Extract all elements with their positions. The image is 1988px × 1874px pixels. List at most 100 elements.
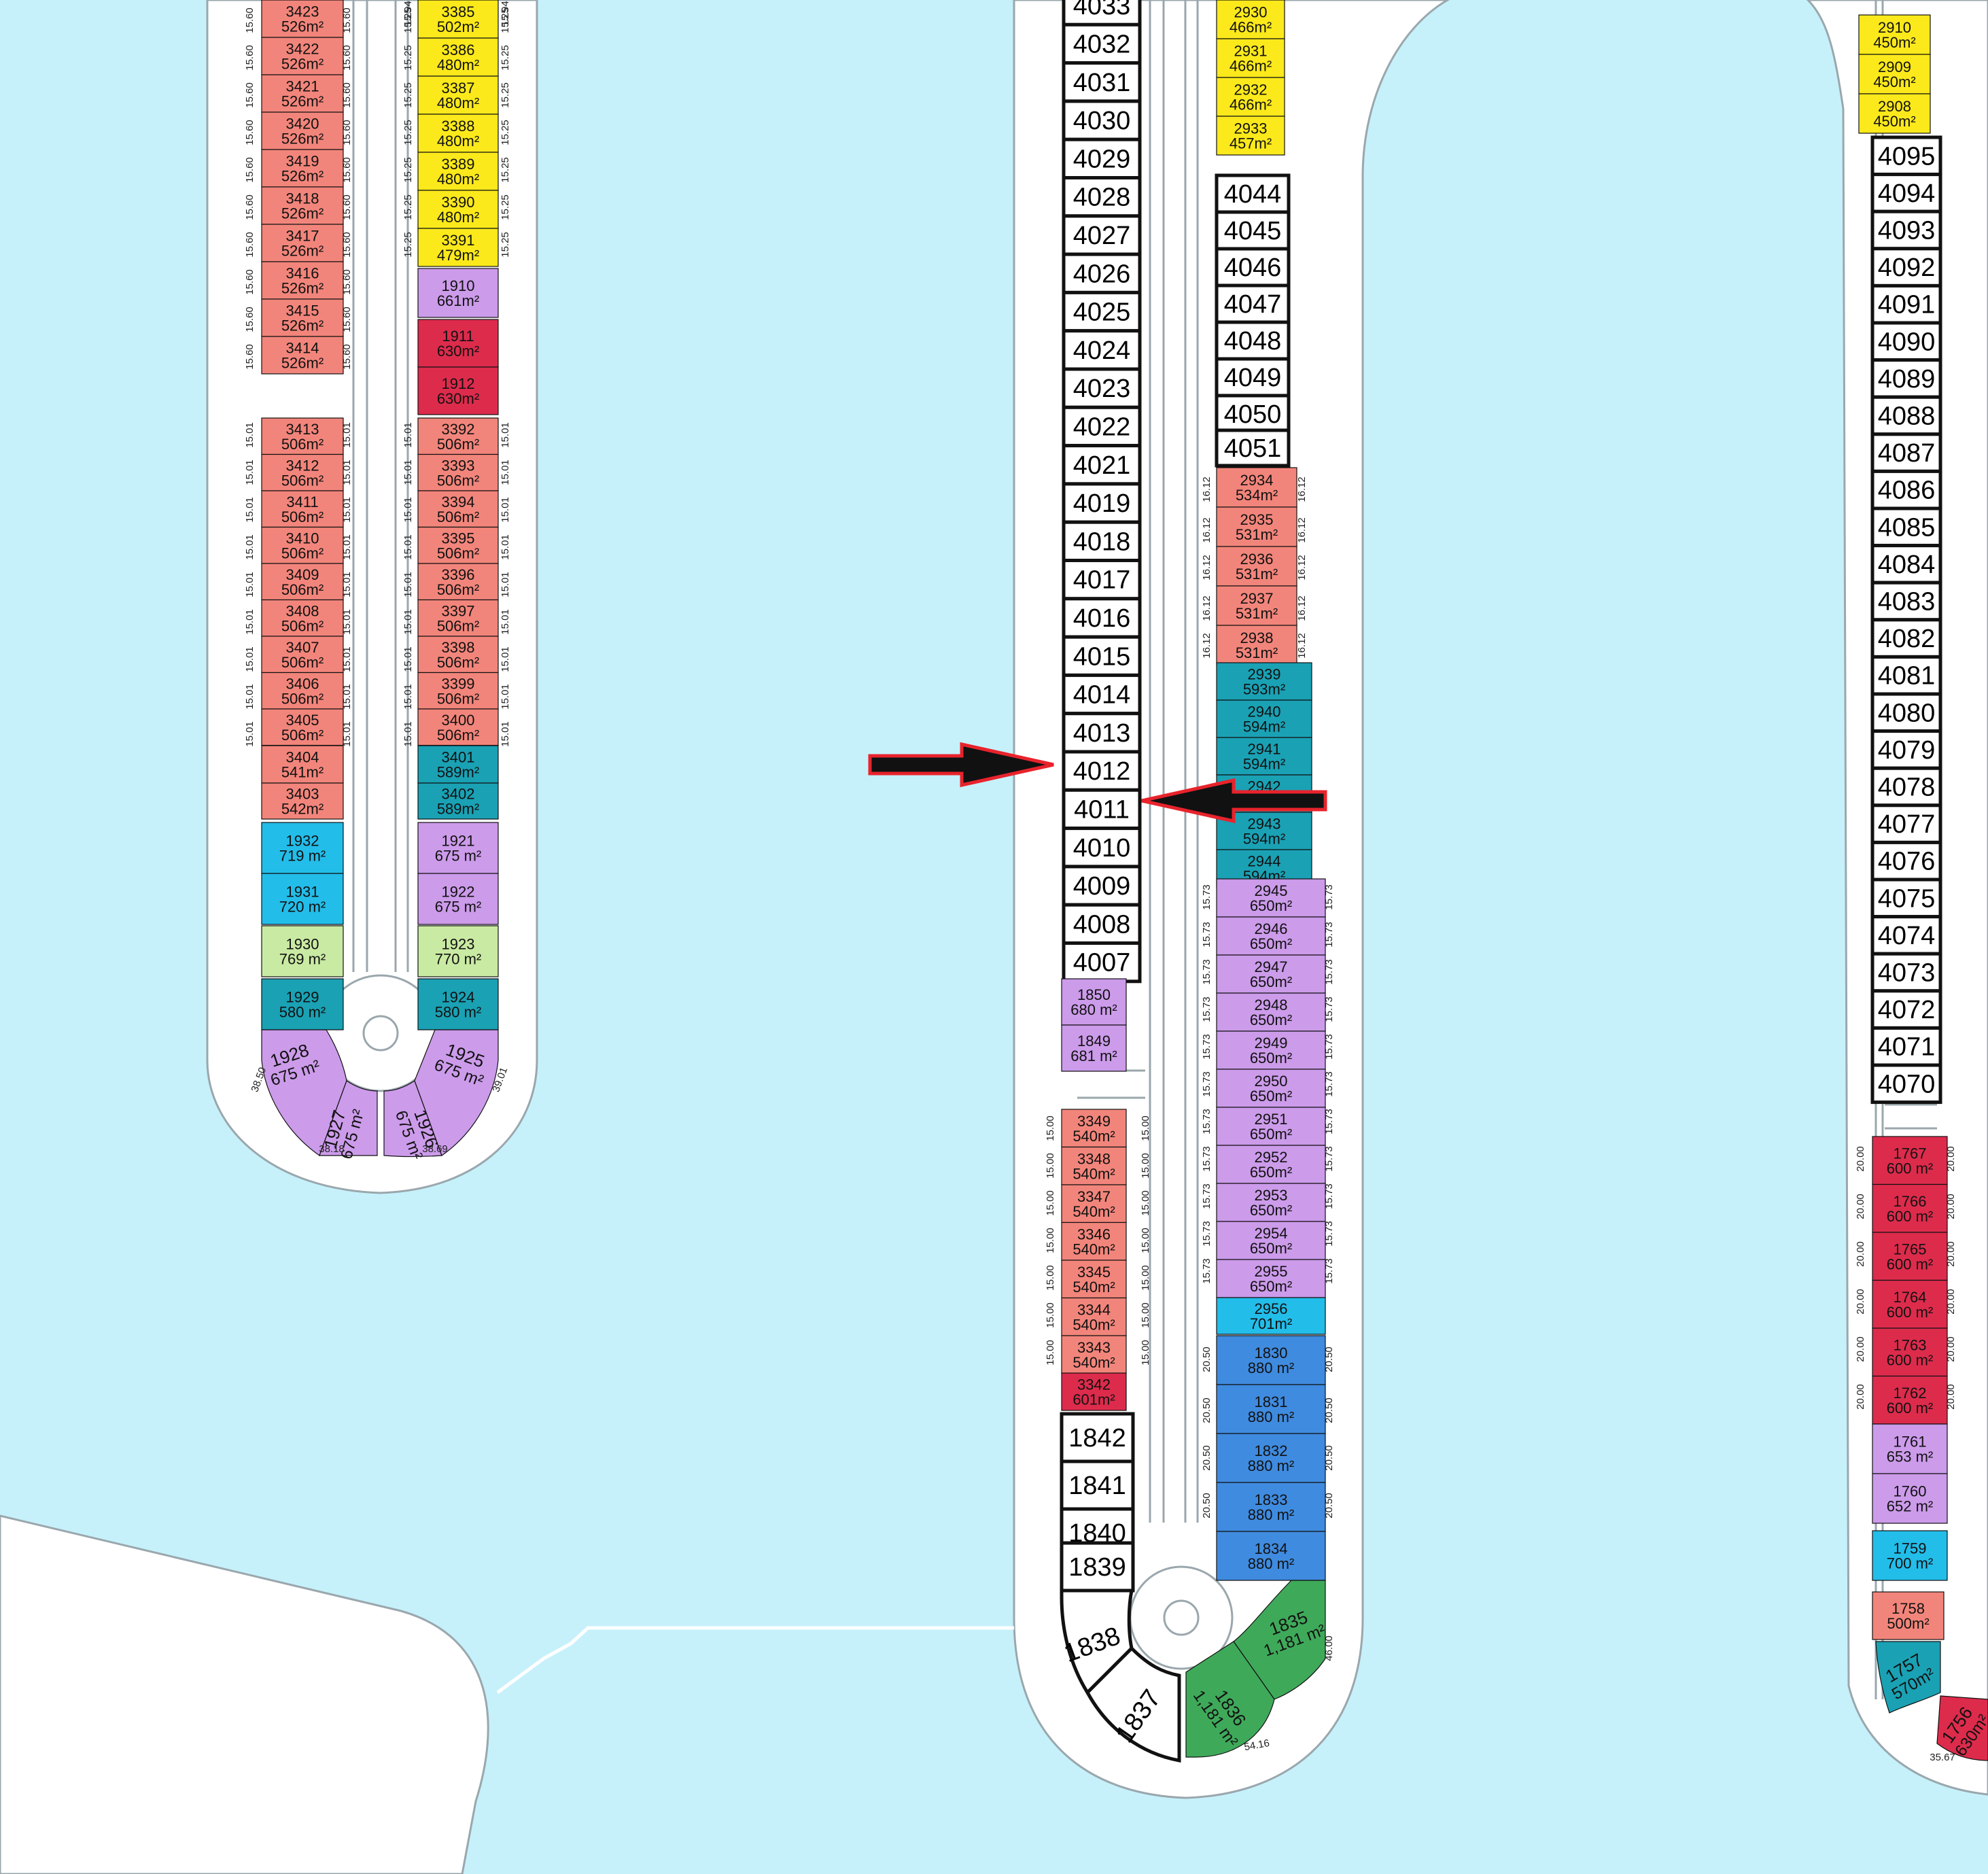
plot-4072[interactable]: 4072 [1870,989,1942,1030]
plot-4027[interactable]: 4027 [1062,214,1142,256]
plot-4010[interactable]: 4010 [1062,827,1142,869]
plot-1841[interactable]: 1841 [1060,1459,1135,1511]
plot-4090[interactable]: 4090 [1870,321,1942,362]
plot-4051[interactable]: 4051 [1215,428,1291,468]
plot-4046[interactable]: 4046 [1215,247,1291,288]
plot-4075[interactable]: 4075 [1870,878,1942,919]
plot-4079[interactable]: 4079 [1870,729,1942,770]
plot-4086[interactable]: 4086 [1870,469,1942,510]
plot-4048[interactable]: 4048 [1215,320,1291,361]
plot-4023[interactable]: 4023 [1062,367,1142,409]
plot-4030[interactable]: 4030 [1062,99,1142,141]
plot-4081[interactable]: 4081 [1870,655,1942,696]
plot-4077[interactable]: 4077 [1870,803,1942,844]
plot-4076[interactable]: 4076 [1870,840,1942,882]
plot-4083[interactable]: 4083 [1870,580,1942,622]
plot-4085[interactable]: 4085 [1870,506,1942,548]
plot-4070[interactable]: 4070 [1870,1063,1942,1105]
plot-4092[interactable]: 4092 [1870,247,1942,288]
plot-4089[interactable]: 4089 [1870,358,1942,399]
plot-4031[interactable]: 4031 [1062,61,1142,103]
plot-4095[interactable]: 4095 [1870,135,1942,177]
plot-4049[interactable]: 4049 [1215,357,1291,398]
plot-4029[interactable]: 4029 [1062,137,1142,179]
plot-1842[interactable]: 1842 [1060,1412,1135,1463]
plot-4084[interactable]: 4084 [1870,544,1942,585]
plot-4012[interactable]: 4012 [1062,750,1142,792]
plot-4017[interactable]: 4017 [1062,559,1142,601]
plot-4087[interactable]: 4087 [1870,432,1942,473]
plot-4028[interactable]: 4028 [1062,176,1142,218]
